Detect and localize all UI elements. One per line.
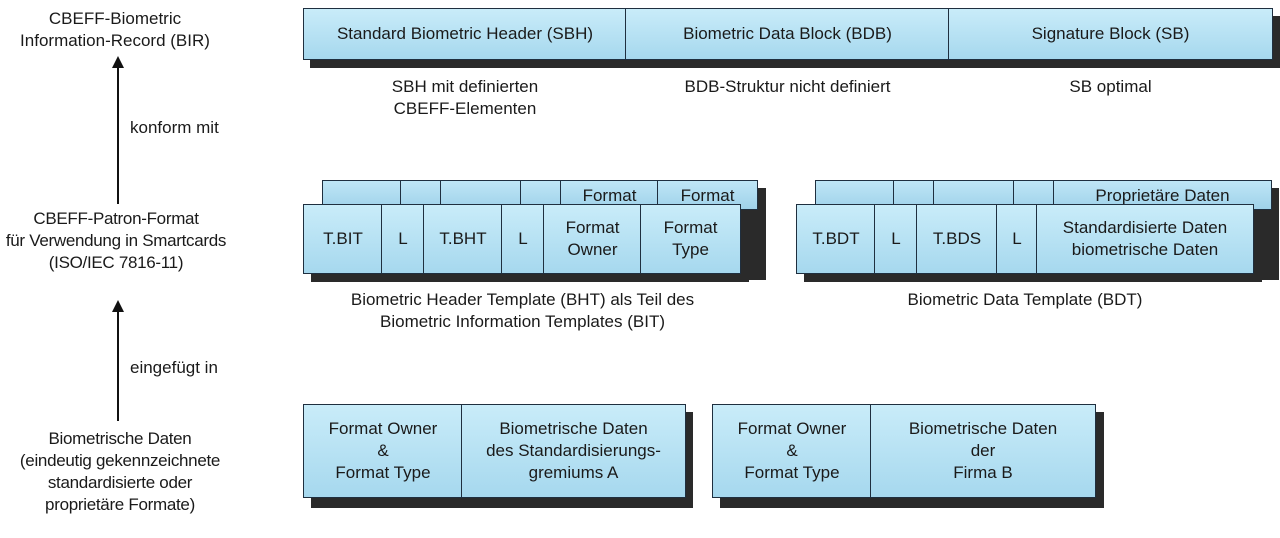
bht-tbht-cell: T.BHT (423, 204, 503, 274)
patron-format-label: CBEFF-Patron-Format für Verwendung in Sm… (5, 209, 227, 272)
sbh-caption: SBH mit definierten CBEFF-Elementen (391, 77, 539, 118)
biometric-data-label: Biometrische Daten (eindeutig gekennzeic… (19, 429, 221, 514)
arrow-shaft (117, 67, 119, 204)
bdb-cell: Biometric Data Block (BDB) (625, 8, 950, 60)
sb-cell: Signature Block (SB) (948, 8, 1273, 60)
bottom-b-owner-type-cell: Format Owner & Format Type (712, 404, 872, 498)
sbh-cell: Standard Biometric Header (SBH) (303, 8, 627, 60)
arrow-up-icon (112, 56, 124, 68)
arrow-up-icon-2 (112, 300, 124, 312)
bir-label: CBEFF-Biometric Information-Record (BIR) (20, 9, 210, 50)
bht-format-owner-cell: Format Owner (543, 204, 642, 274)
bdt-l2-cell: L (996, 204, 1038, 274)
bdt-std-data-cell: Standardisierte Daten biometrische Daten (1036, 204, 1254, 274)
bdt-l1-cell: L (874, 204, 918, 274)
bdt-tbds-cell: T.BDS (916, 204, 998, 274)
bht-l2-cell: L (501, 204, 545, 274)
sb-caption: SB optimal (1069, 77, 1152, 96)
bdb-caption: BDB-Struktur nicht definiert (684, 77, 891, 96)
bht-l1-cell: L (381, 204, 425, 274)
bdt-tbdt-cell: T.BDT (796, 204, 876, 274)
bdt-caption: Biometric Data Template (BDT) (907, 290, 1143, 309)
arrow-shaft-2 (117, 311, 119, 421)
bottom-a-data-cell: Biometrische Daten des Standardisierungs… (461, 404, 686, 498)
bottom-b-data-cell: Biometrische Daten der Firma B (870, 404, 1096, 498)
bht-tbit-cell: T.BIT (303, 204, 383, 274)
bht-format-type-cell: Format Type (640, 204, 741, 274)
bottom-a-owner-type-cell: Format Owner & Format Type (303, 404, 463, 498)
eingefuegt-label: eingefügt in (130, 358, 218, 377)
konform-label: konform mit (130, 118, 219, 137)
bht-caption: Biometric Header Template (BHT) als Teil… (350, 290, 695, 331)
